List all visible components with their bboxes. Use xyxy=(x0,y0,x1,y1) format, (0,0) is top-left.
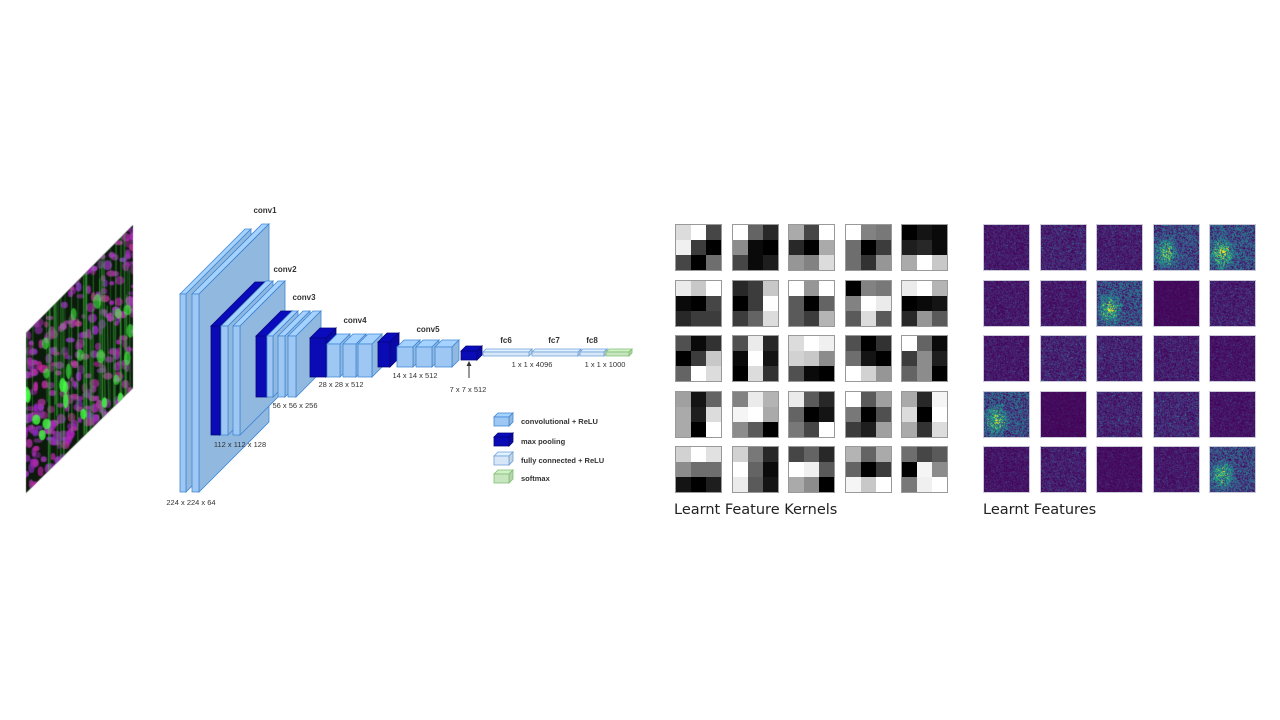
feature-map-tile xyxy=(1096,335,1143,382)
feature-map-tile xyxy=(1209,335,1256,382)
conv2-size-label: 112 x 112 x 128 xyxy=(214,440,266,449)
feature-map-tile xyxy=(1152,390,1200,438)
kernel-tile xyxy=(901,390,948,438)
kernel-tile xyxy=(788,224,835,271)
feature-map-tile xyxy=(1152,335,1200,382)
legend-label: fully connected + ReLU xyxy=(521,456,604,465)
conv2-label: conv2 xyxy=(273,265,297,274)
kernel-tile xyxy=(788,446,835,493)
legend-softmax-icon xyxy=(493,469,514,484)
fc6-label: fc6 xyxy=(500,336,512,345)
kernel-tile xyxy=(675,224,722,271)
conv5-size-label: 14 x 14 x 512 xyxy=(392,371,437,380)
legend-fc-icon xyxy=(493,451,514,466)
conv4-size-label: 28 x 28 x 512 xyxy=(318,380,363,389)
feature-map-tile xyxy=(1039,224,1087,271)
kernel-tile xyxy=(844,446,892,493)
kernel-tile xyxy=(901,279,948,327)
feature-map-tile xyxy=(983,390,1030,438)
feature-map-tile xyxy=(1039,279,1087,327)
feature-map-tile xyxy=(983,279,1030,327)
kernel-tile xyxy=(675,335,722,382)
kernel-tile xyxy=(675,446,722,493)
pool5-box xyxy=(460,345,483,361)
kernel-tile xyxy=(731,446,779,493)
feature-map-tile xyxy=(1152,446,1200,493)
conv5-label: conv5 xyxy=(416,325,440,334)
feature-map-tile xyxy=(1152,279,1200,327)
kernel-tile xyxy=(901,224,948,271)
feature-map-tile xyxy=(983,335,1030,382)
feature-map-tile xyxy=(1096,224,1143,271)
kernel-tile xyxy=(731,279,779,327)
kernel-tile xyxy=(788,279,835,327)
pool4-box xyxy=(377,332,400,368)
feature-grid xyxy=(983,224,1256,493)
feature-map-tile xyxy=(1152,224,1200,271)
feature-map-tile xyxy=(1209,390,1256,438)
conv5-box xyxy=(434,339,460,368)
conv3-size-label: 56 x 56 x 256 xyxy=(272,401,317,410)
kernel-tile xyxy=(788,335,835,382)
kernel-tile xyxy=(844,335,892,382)
fc8-bar xyxy=(579,348,608,357)
softmax-bar xyxy=(605,348,633,357)
kernel-tile xyxy=(731,224,779,271)
legend-conv-icon xyxy=(493,412,514,427)
feature-map-tile xyxy=(1039,446,1087,493)
kernel-tile xyxy=(731,390,779,438)
kernel-tile xyxy=(675,279,722,327)
pool5-size-label: 7 x 7 x 512 xyxy=(450,385,487,394)
feature-map-tile xyxy=(1039,335,1087,382)
kernel-tile xyxy=(788,390,835,438)
features-caption: Learnt Features xyxy=(983,502,1097,518)
kernel-tile xyxy=(901,446,948,493)
kernel-tile xyxy=(844,224,892,271)
feature-map-tile xyxy=(983,446,1030,493)
legend-label: convolutional + ReLU xyxy=(521,417,598,426)
fc7-bar xyxy=(531,348,582,357)
conv4-label: conv4 xyxy=(343,316,367,325)
feature-map-tile xyxy=(1209,446,1256,493)
kernel-tile xyxy=(844,390,892,438)
fc8-label: fc8 xyxy=(586,336,598,345)
legend-label: max pooling xyxy=(521,437,566,446)
conv1-size-label: 224 x 224 x 64 xyxy=(166,498,215,507)
feature-map-tile xyxy=(1039,390,1087,438)
conv1-label: conv1 xyxy=(253,206,277,215)
legend-pool-icon xyxy=(493,432,514,447)
feature-map-tile xyxy=(983,224,1030,271)
feature-map-tile xyxy=(1096,390,1143,438)
legend-label: softmax xyxy=(521,474,551,483)
feature-map-tile xyxy=(1209,224,1256,271)
arrow-head-icon xyxy=(466,361,472,366)
feature-map-tile xyxy=(1096,279,1143,327)
kernel-grid xyxy=(675,224,948,493)
input-microscopy-image xyxy=(0,0,160,520)
fc6-bar xyxy=(482,348,533,357)
kernel-tile xyxy=(901,335,948,382)
kernels-caption: Learnt Feature Kernels xyxy=(674,502,838,518)
feature-map-tile xyxy=(1209,279,1256,327)
conv3-label: conv3 xyxy=(292,293,316,302)
kernel-tile xyxy=(731,335,779,382)
kernel-tile xyxy=(844,279,892,327)
fc7-label: fc7 xyxy=(548,336,560,345)
feature-map-tile xyxy=(1096,446,1143,493)
cnn-architecture-diagram: conv1 224 x 224 x 64 conv2 112 x 112 x 128 c… xyxy=(166,206,633,507)
kernel-tile xyxy=(675,390,722,438)
fc7-size-label: 1 x 1 x 4096 xyxy=(512,360,553,369)
fc8-size-label: 1 x 1 x 1000 xyxy=(585,360,626,369)
